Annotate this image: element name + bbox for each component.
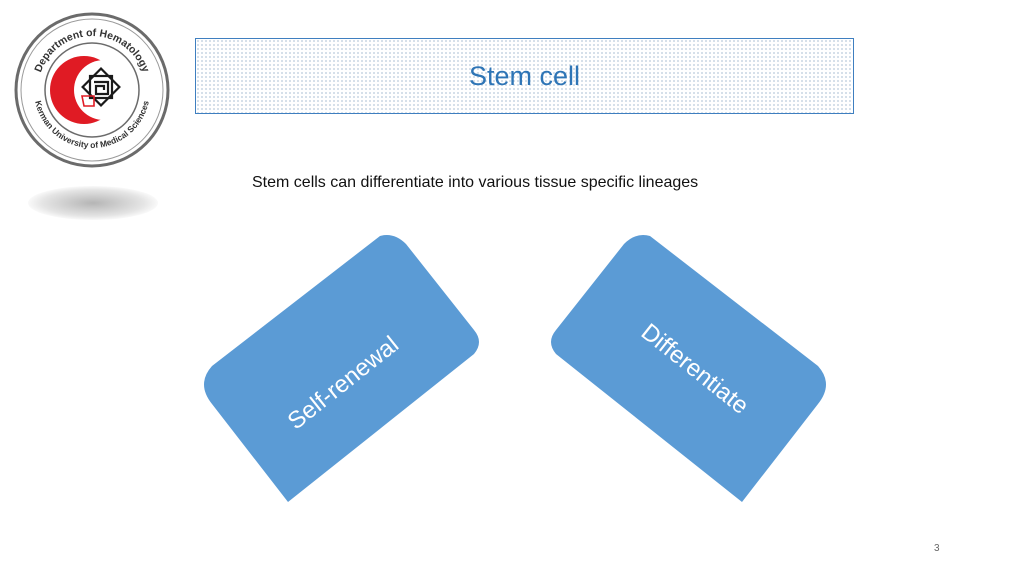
department-logo-emblem: Department of Hematology Kerman Universi… [14, 12, 170, 168]
department-logo: Department of Hematology Kerman Universi… [12, 10, 172, 170]
slide-subtitle: Stem cells can differentiate into variou… [252, 174, 699, 191]
slide-title: Stem cell [468, 60, 581, 91]
self-renewal-shape: Self-renewal [204, 235, 479, 502]
page-number: 3 [934, 543, 940, 554]
title-box: Stem cell [195, 38, 854, 114]
logo-shadow [28, 186, 158, 220]
differentiate-shape: Differentiate [551, 235, 826, 502]
